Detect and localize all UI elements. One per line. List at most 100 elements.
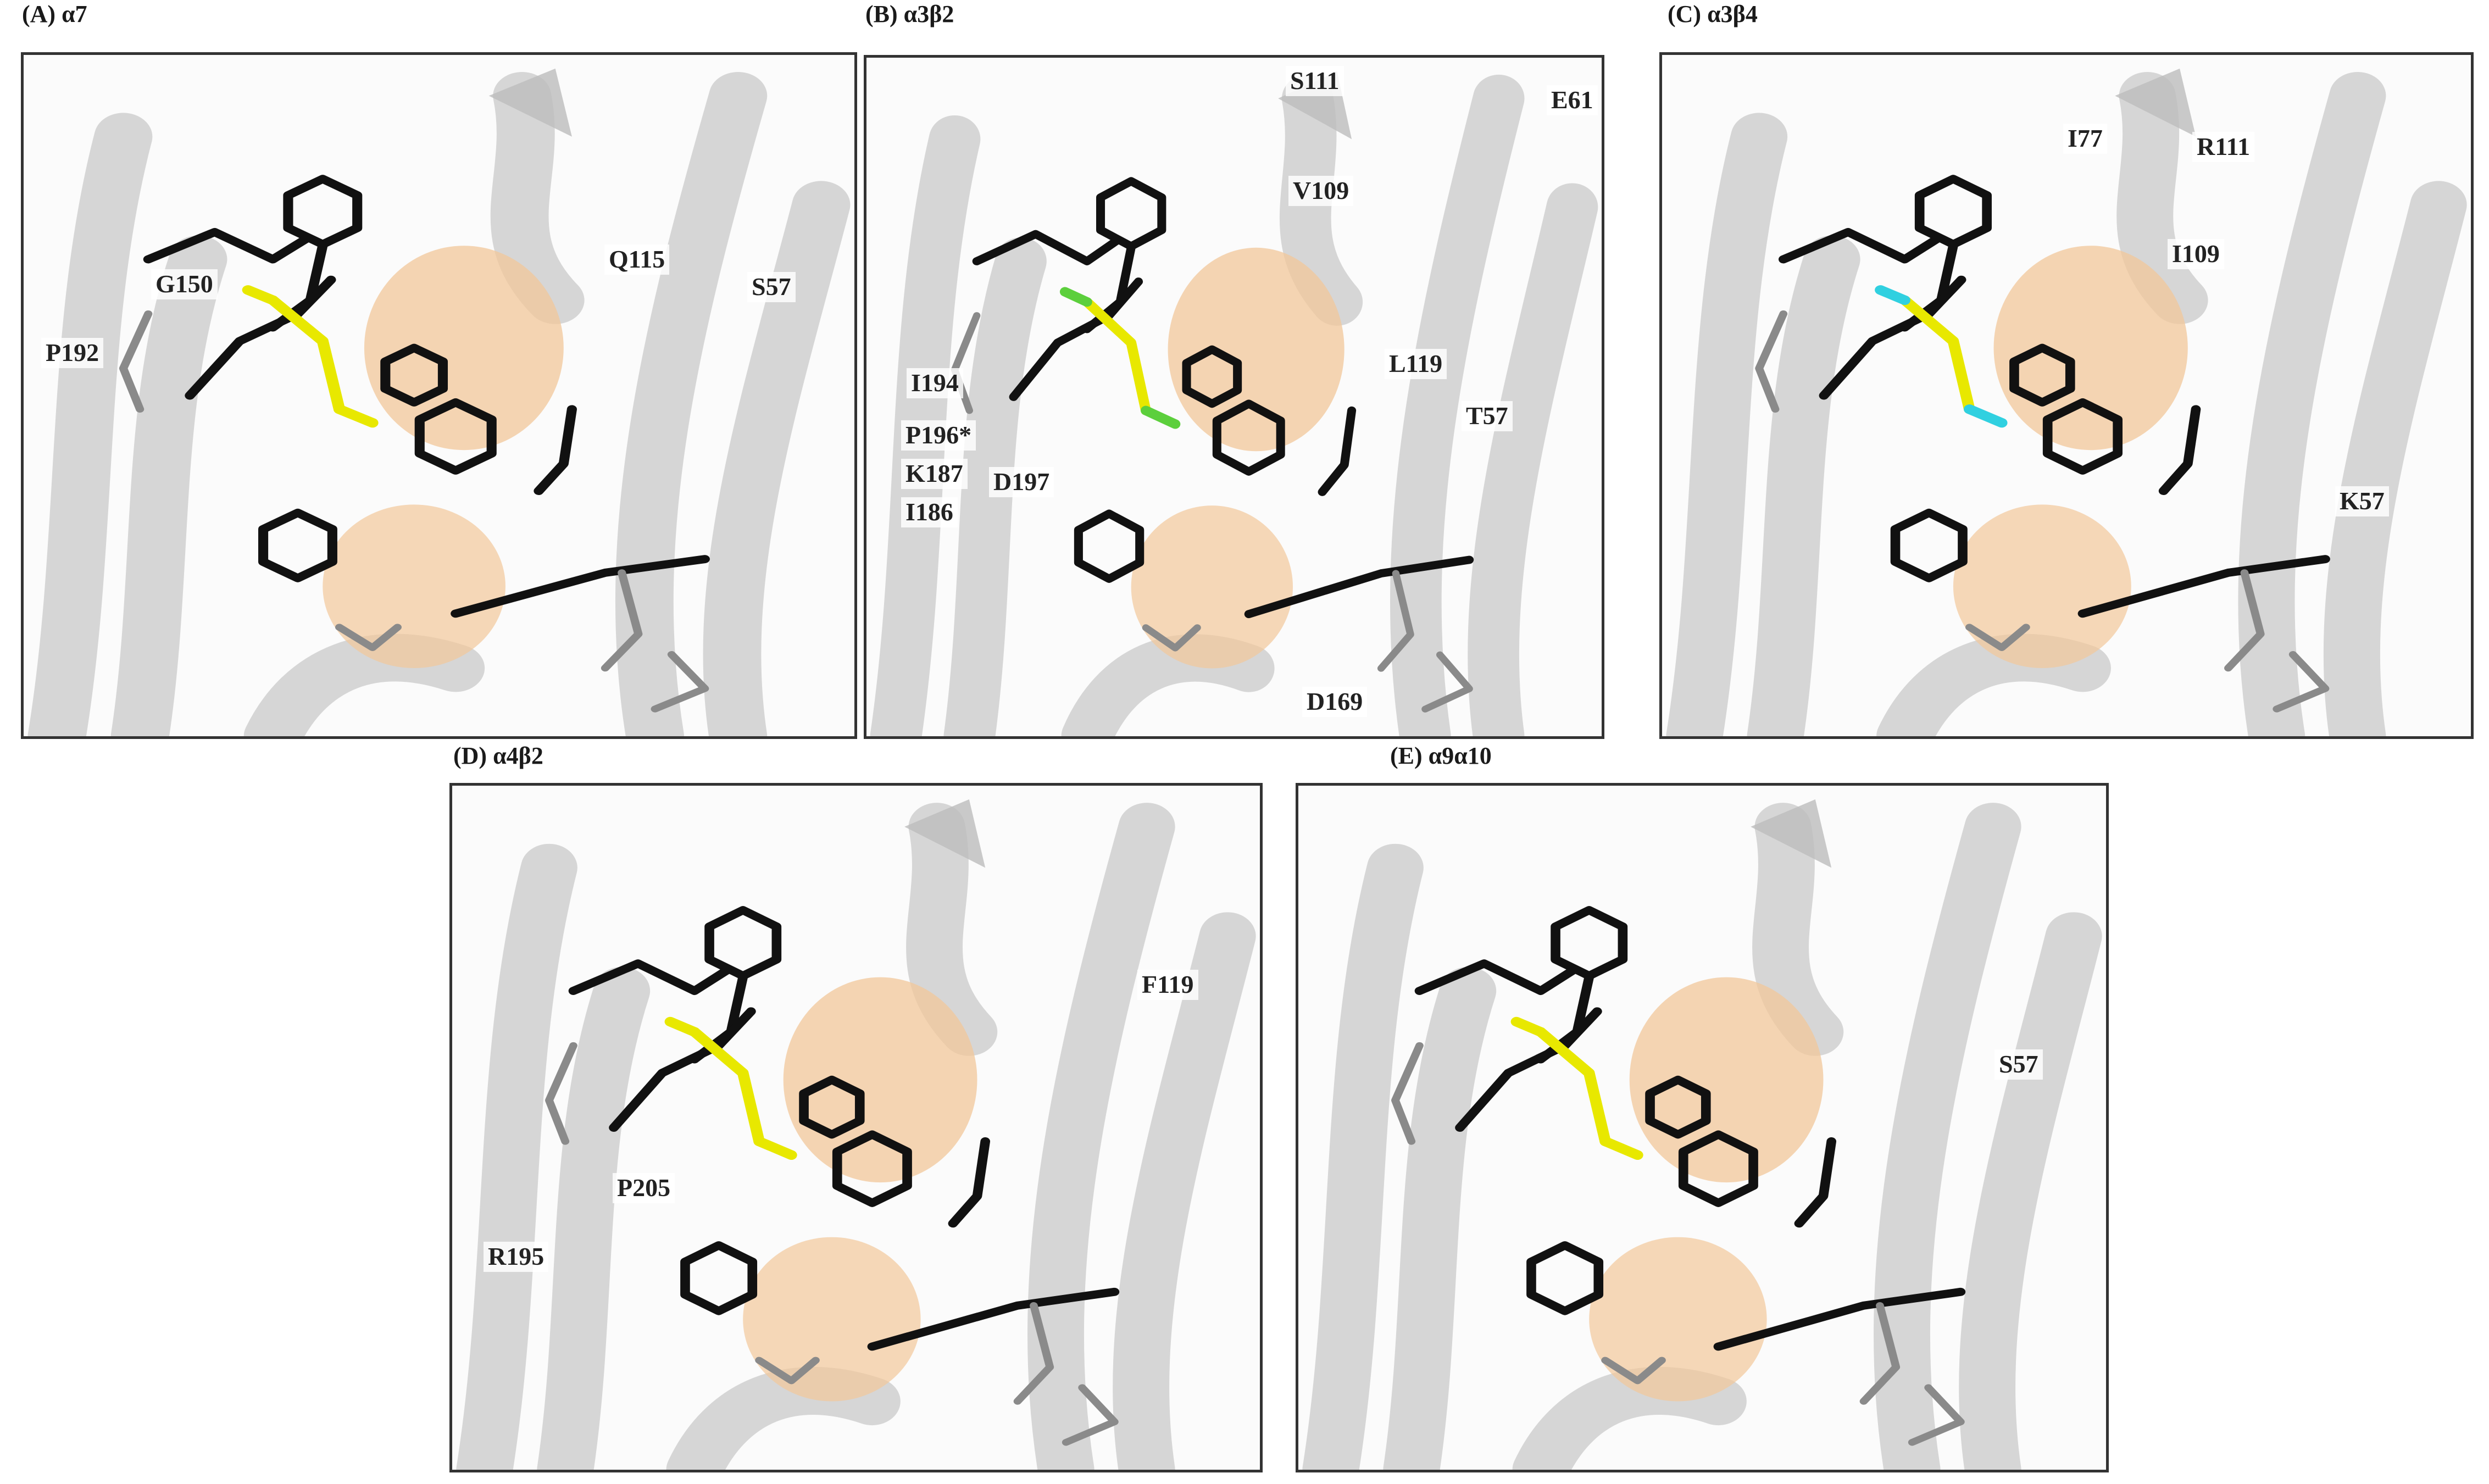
loop-backbone xyxy=(185,275,336,400)
helix-lower xyxy=(1131,505,1293,669)
loop-backbone xyxy=(1455,1007,1602,1132)
beta-strand-ribbon xyxy=(456,843,577,1470)
beta-strand-ribbon xyxy=(943,237,1047,736)
panel-a xyxy=(21,52,857,739)
label-p196: P196* xyxy=(901,420,976,451)
ligand-tip xyxy=(1599,1136,1643,1160)
grey-residue xyxy=(601,569,643,672)
beta-strand-ribbon xyxy=(666,1366,901,1470)
grey-residue xyxy=(1013,1302,1054,1405)
label-d169: D169 xyxy=(1302,687,1368,717)
panel-d-title: (D) α4β2 xyxy=(453,742,543,769)
beta-strand-ribbon xyxy=(243,633,485,736)
lower-sidechain xyxy=(1713,1287,1966,1351)
tyrosine-ring-lower xyxy=(680,1241,758,1315)
helix-upper xyxy=(1168,247,1344,452)
tryptophan-ring-5 xyxy=(1645,1075,1711,1139)
lower-sidechain xyxy=(867,1287,1120,1351)
grey-residue xyxy=(1601,1357,1666,1385)
label-f119: F119 xyxy=(1137,970,1198,1000)
right-residue xyxy=(1318,406,1357,496)
tryptophan-ring-5 xyxy=(1182,345,1242,408)
disulfide-bond xyxy=(1899,295,1975,414)
beta-strand-ribbon xyxy=(703,181,851,736)
grey-residue xyxy=(1965,624,2030,651)
lower-sidechain xyxy=(2077,555,2330,618)
panel-b xyxy=(864,55,1604,739)
panel-d xyxy=(449,783,1263,1472)
ligand-tip xyxy=(1875,285,1910,305)
beta-strand-ribbon xyxy=(1874,803,2021,1470)
loop-residue xyxy=(1778,227,1942,264)
beta-strand-ribbon xyxy=(1959,912,2102,1470)
binding-site-scene xyxy=(27,68,851,736)
label-r195: R195 xyxy=(484,1242,549,1272)
label-d197: D197 xyxy=(989,467,1054,497)
tyrosine-ring-lower xyxy=(258,508,337,582)
tryptophan-ring-5 xyxy=(380,343,448,407)
ligand-tip xyxy=(1141,405,1181,429)
binding-site-scene xyxy=(456,799,1256,1470)
loop-residue xyxy=(972,230,1121,265)
right-residue xyxy=(534,405,577,496)
beta-strand-ribbon xyxy=(537,966,651,1470)
label-p205: P205 xyxy=(613,1173,675,1203)
label-i186: I186 xyxy=(901,497,958,527)
grey-residue xyxy=(1421,651,1473,713)
ligand-tip xyxy=(333,404,379,428)
binding-site-scene xyxy=(870,71,1598,736)
disulfide-bond xyxy=(1082,297,1151,415)
label-r111: R111 xyxy=(2192,132,2255,162)
panel-c-title: (C) α3β4 xyxy=(1668,1,1758,27)
beta-strand-ribbon xyxy=(1752,803,1844,1056)
helix-upper xyxy=(783,977,977,1183)
label-t57: T57 xyxy=(1462,401,1513,431)
beta-strand-ribbon xyxy=(1512,1366,1747,1470)
beta-strand-ribbon xyxy=(27,113,153,736)
helix-upper xyxy=(364,246,564,451)
panel-e xyxy=(1296,783,2109,1472)
helix-upper xyxy=(1993,246,2188,451)
beta-strand-ribbon xyxy=(1666,113,1788,736)
ligand-tip xyxy=(753,1136,797,1160)
beta-strand-ribbon xyxy=(2323,181,2467,736)
grey-residue xyxy=(119,310,153,413)
grey-residue xyxy=(1391,1042,1424,1145)
tryptophan-ring-5 xyxy=(799,1075,865,1139)
tyrosine-ring xyxy=(704,906,782,980)
beta-strand-ribbon xyxy=(1383,966,1497,1470)
right-residue xyxy=(1794,1137,1837,1228)
beta-strand-ribbon xyxy=(1302,843,1424,1470)
beta-strand-ribbon xyxy=(1027,803,1175,1470)
binding-site-scene xyxy=(1666,68,2467,736)
beta-arrow xyxy=(488,68,572,137)
beta-strand-ribbon xyxy=(1468,183,1598,736)
beta-strand-ribbon xyxy=(615,72,768,736)
disulfide-bond xyxy=(688,1027,765,1147)
beta-arrow xyxy=(1751,799,1832,868)
tryptophan-ring-6 xyxy=(1212,399,1285,476)
label-g150: G150 xyxy=(151,269,218,299)
ligand-tip xyxy=(242,285,279,305)
label-s57: S57 xyxy=(747,272,796,302)
grey-residue xyxy=(651,651,709,713)
right-residue xyxy=(948,1137,991,1228)
panel-c xyxy=(1659,52,2474,739)
label-p192: P192 xyxy=(41,338,104,368)
beta-arrow xyxy=(2115,68,2196,137)
loop-residue xyxy=(568,959,732,995)
tyrosine-ring xyxy=(1096,177,1166,251)
grey-residue xyxy=(2224,569,2265,672)
helix-lower xyxy=(323,504,505,668)
grey-residue xyxy=(1062,1384,1119,1446)
loop-backbone xyxy=(609,1007,756,1132)
tryptophan-ring-6 xyxy=(832,1130,912,1207)
tryptophan-ring-5 xyxy=(2009,343,2075,407)
tryptophan-ring-6 xyxy=(2042,398,2123,475)
label-i109: I109 xyxy=(2168,239,2224,269)
binding-site-scene xyxy=(1302,799,2102,1470)
tyrosine-ring xyxy=(283,175,363,249)
helix-upper xyxy=(1629,977,1824,1183)
beta-strand-ribbon xyxy=(110,235,227,736)
beta-strand-ribbon xyxy=(1061,634,1275,736)
